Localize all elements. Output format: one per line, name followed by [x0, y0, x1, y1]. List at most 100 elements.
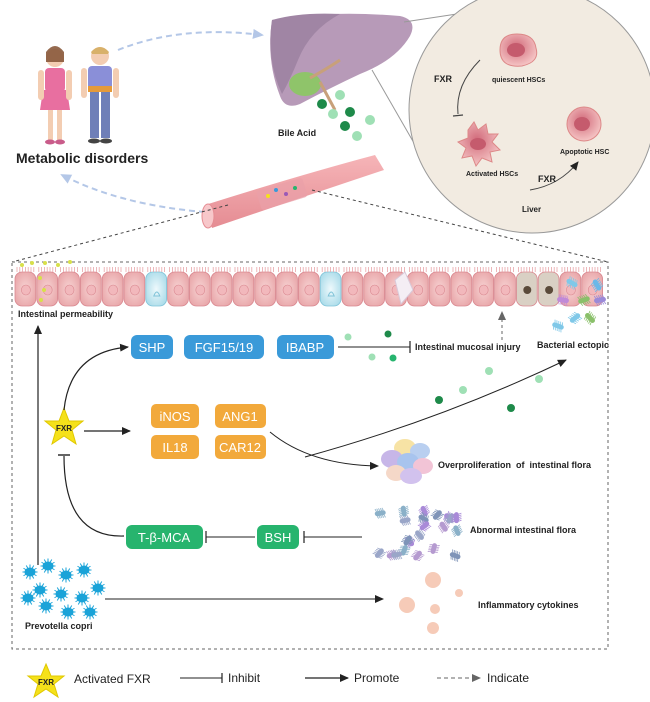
- flora-cluster-icon: [381, 439, 433, 484]
- leak-dot: [30, 261, 34, 265]
- car12-label: CAR12: [219, 440, 261, 455]
- overproliferation-label: Overproliferation of intestinal flora: [438, 460, 592, 470]
- liver-inset: quiescent HSCs FXR Activated HSCs FXR Ap…: [408, 0, 650, 234]
- prevotella-bacterium: [53, 586, 69, 602]
- promote-arrow-to-overproliferation: [269, 431, 379, 470]
- bacterium: [374, 507, 386, 519]
- epithelial-cell: [101, 267, 124, 307]
- bacterium: [410, 550, 425, 562]
- activated-hsc-cell: [456, 121, 502, 168]
- bacterium: [437, 519, 450, 534]
- leak-dot: [38, 276, 42, 280]
- epithelial-cell: [406, 267, 429, 307]
- epithelial-cell: [363, 267, 385, 307]
- ibabp-box: IBABP: [277, 335, 334, 359]
- prevotella-bacterium: [58, 567, 74, 583]
- epithelial-cell: [341, 267, 364, 307]
- ectopic-bacteria-cluster: [552, 276, 607, 333]
- promote-arrow-to-bacterial-ectopic: [304, 359, 567, 458]
- pale-cell: [394, 271, 414, 306]
- ang1-label: ANG1: [222, 409, 257, 424]
- bacterium: [449, 549, 461, 562]
- fgf-label: FGF15/19: [195, 340, 254, 355]
- liver-label: Liver: [522, 205, 541, 214]
- epithelial-cell: [58, 267, 80, 307]
- prevotella-bacterium: [22, 564, 38, 580]
- prevotella-bacterium: [38, 598, 54, 614]
- vessel-tube: [201, 155, 384, 229]
- epithelial-cell: [428, 267, 451, 307]
- epithelial-cell: [537, 267, 560, 307]
- epithelial-cell: [472, 267, 494, 307]
- epithelial-cell: [254, 267, 277, 307]
- prevotella-bacterium: [76, 562, 92, 578]
- bacterium: [413, 528, 426, 542]
- prevotella-bacterium: [60, 604, 76, 620]
- activated-hsc-label: Activated HSCs: [466, 171, 518, 178]
- bile-acid-label: Bile Acid: [278, 128, 316, 138]
- prevotella-bacterium: [20, 590, 36, 606]
- fgf-box: FGF15/19: [184, 335, 264, 359]
- bacterium: [451, 512, 462, 524]
- epithelial-cell: [494, 267, 516, 307]
- tbmca-box: T-β-MCA: [126, 525, 203, 549]
- bacterium: [430, 509, 445, 521]
- bacterium: [372, 547, 387, 559]
- leak-dot: [56, 263, 60, 267]
- epithelial-cell: [516, 267, 538, 307]
- epithelial-cell: [276, 267, 298, 307]
- leak-dot: [20, 263, 24, 267]
- apoptotic-hsc-cell: [566, 106, 602, 142]
- bsh-box: BSH: [257, 525, 299, 549]
- bile-dot: [435, 396, 443, 404]
- inos-label: iNOS: [159, 409, 190, 424]
- woman-figure: [38, 46, 72, 145]
- fxr-promote-curve: [529, 161, 579, 191]
- bacterium: [417, 520, 432, 532]
- intestinal-epithelium: [14, 260, 603, 307]
- abnormal-flora-cluster: [372, 504, 463, 562]
- intestinal-permeability-label: Intestinal permeability: [18, 309, 113, 319]
- bacterium: [400, 535, 415, 546]
- bile-dot: [485, 367, 493, 375]
- leak-dot: [42, 288, 46, 292]
- bile-dot: [389, 354, 397, 362]
- epithelial-cell: [36, 267, 58, 307]
- legend-promote: Promote: [354, 671, 400, 685]
- fxr-inhibit-curve: [457, 59, 481, 115]
- bacterium: [593, 294, 607, 306]
- bacterium: [398, 505, 410, 517]
- prevotella-bacterium: [90, 580, 106, 596]
- il18-label: IL18: [162, 440, 187, 455]
- leak-dot: [39, 298, 43, 302]
- bacterium: [590, 277, 604, 293]
- bsh-label: BSH: [265, 530, 292, 545]
- epithelial-cell: [123, 267, 146, 307]
- inhibit-bar-liver: [452, 114, 464, 117]
- shp-box: SHP: [131, 335, 173, 359]
- ibabp-label: IBABP: [286, 340, 324, 355]
- prevotella-bacterium: [82, 604, 98, 620]
- abnormal-flora-label: Abnormal intestinal flora: [470, 525, 577, 535]
- quiescent-hsc-label: quiescent HSCs: [492, 77, 545, 84]
- prevotella-bacterium: [40, 558, 56, 574]
- bacterium: [567, 311, 583, 325]
- epithelial-cell: [297, 267, 320, 307]
- inflammatory-cytokines-label: Inflammatory cytokines: [478, 600, 579, 610]
- inos-box: iNOS: [151, 404, 199, 428]
- bile-acid-dots: [317, 90, 375, 141]
- leak-dot: [43, 261, 47, 265]
- bile-dot: [384, 330, 392, 338]
- bile-dot: [507, 404, 515, 412]
- bile-dot: [535, 375, 543, 383]
- epithelial-cell: [80, 267, 102, 307]
- inset-connector-bottom: [371, 69, 419, 151]
- prevotella-label: Prevotella copri: [25, 621, 93, 631]
- metabolic-disorders-label: Metabolic disorders: [16, 150, 148, 166]
- prevotella-bacterium: [32, 582, 48, 598]
- bacterium: [391, 549, 403, 561]
- bile-dot: [368, 353, 376, 361]
- epithelial-cell: [167, 267, 189, 307]
- prevotella-bacterium: [74, 590, 90, 606]
- bacterium: [552, 319, 564, 333]
